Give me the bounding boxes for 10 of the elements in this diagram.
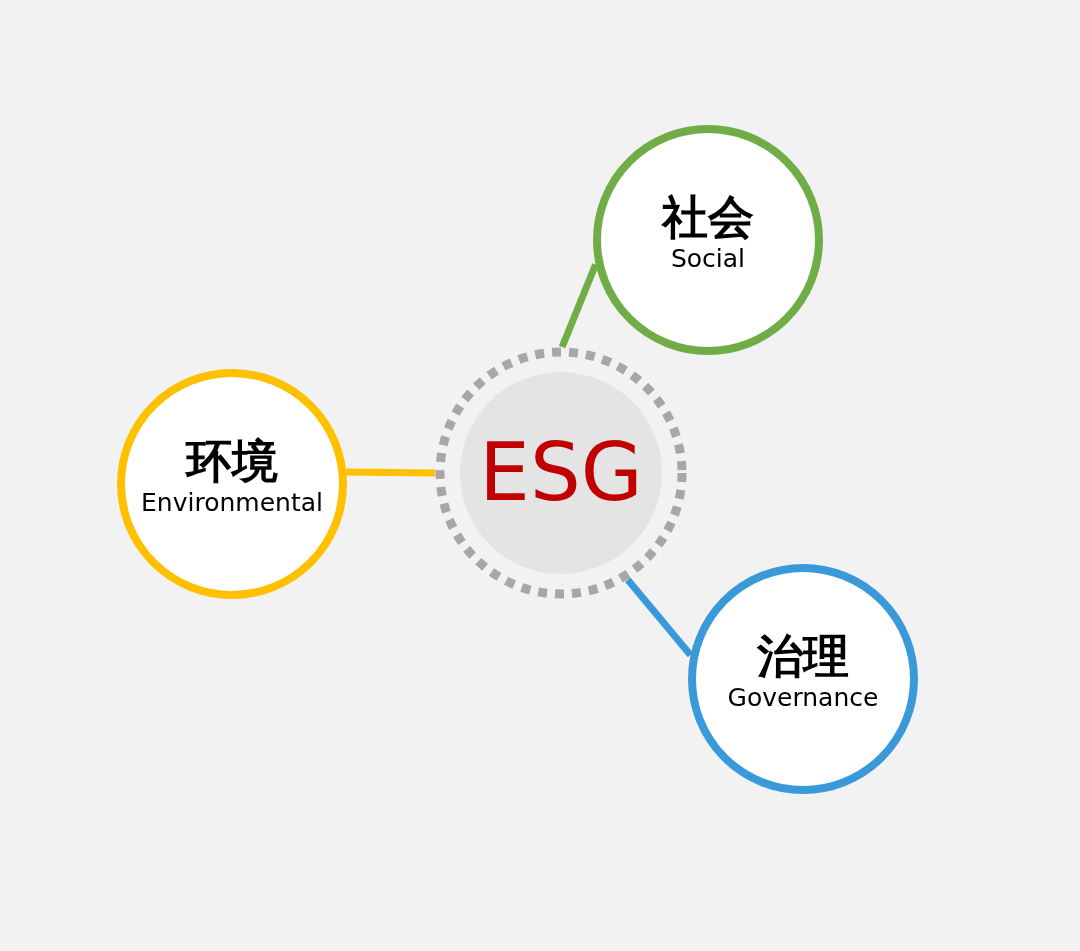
topic-subtitle: Governance — [727, 683, 879, 714]
hub-circle — [435, 347, 687, 599]
topic-subtitle: Social — [670, 244, 746, 275]
topic-title: 治理 — [757, 630, 849, 682]
hub-label: ESG — [479, 433, 643, 513]
connector-line — [346, 468, 436, 477]
topic-title: 环境 — [186, 435, 278, 487]
connector-line — [558, 263, 599, 349]
topic-title: 社会 — [662, 191, 754, 243]
topic-subtitle: Environmental — [141, 488, 323, 519]
